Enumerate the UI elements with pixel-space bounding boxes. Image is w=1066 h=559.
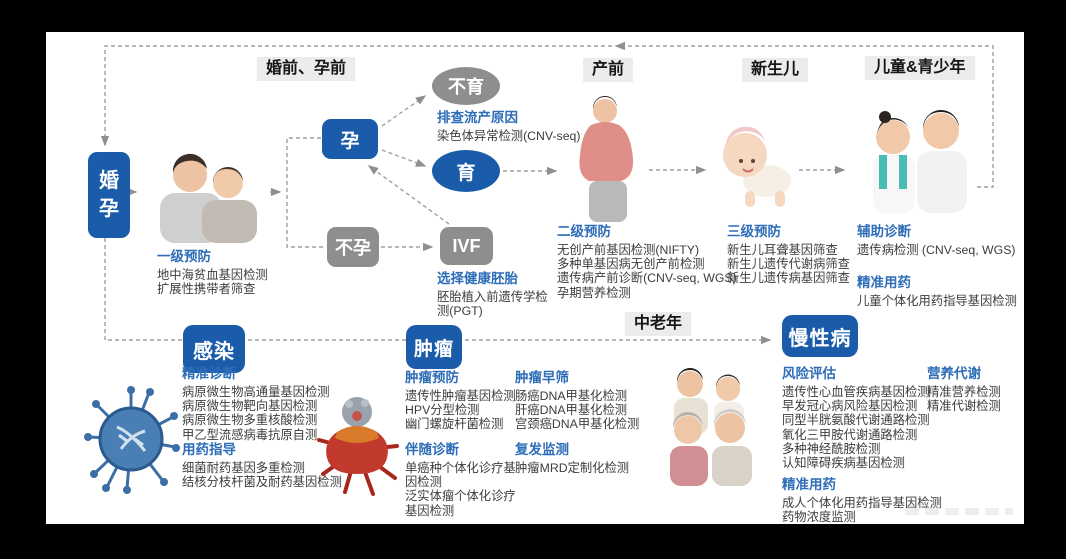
section-heading: 风险评估: [782, 366, 836, 381]
section-line: 认知障碍疾病基因检测: [782, 456, 905, 471]
node-ivf: IVF: [440, 227, 493, 265]
section-recurrence-monitoring: 复发监测 肿瘤MRD定制化检测: [515, 438, 629, 475]
section-line: 单癌种个体化诊疗基因检测: [405, 461, 516, 490]
node-not-pregnant: 不孕: [327, 227, 379, 267]
cancer-cell-illustration: [317, 397, 399, 496]
section-line: 病原微生物高通量基因检测: [182, 385, 330, 399]
section-line: 甲乙型流感病毒抗原自测: [182, 427, 318, 442]
section-line: 精准营养检测: [927, 385, 1001, 399]
section-line: 病原微生物靶向基因检测: [182, 399, 318, 414]
section-line: 细菌耐药基因多重检测: [182, 461, 305, 475]
section-tumor-screening: 肿瘤早筛 肠癌DNA甲基化检测 肝癌DNA甲基化检测 宫颈癌DNA甲基化检测: [515, 366, 639, 432]
section-line: 肿瘤MRD定制化检测: [515, 461, 630, 475]
virus-illustration: [84, 386, 180, 494]
section-medication-guidance: 用药指导 细菌耐药基因多重检测 结核分枝杆菌及耐药基因检测: [182, 438, 342, 489]
watermark: [905, 508, 1013, 515]
section-line: 新生儿耳聋基因筛查: [727, 243, 838, 257]
section-heading: 复发监测: [515, 442, 569, 457]
section-line: 遗传病产前诊断(CNV-seq, WGS): [557, 271, 737, 286]
section-precise-diagnosis: 精准诊断 病原微生物高通量基因检测 病原微生物靶向基因检测 病原微生物多重核酸检…: [182, 362, 330, 442]
section-line: 遗传性心血管疾病基因检测: [782, 385, 930, 399]
elderly-family-photo: [670, 367, 752, 486]
section-line: 精准代谢检测: [927, 399, 1001, 414]
section-line: 无创产前基因检测(NIFTY): [557, 243, 700, 257]
section-line: 幽门螺旋杆菌检测: [405, 417, 504, 432]
section-heading: 辅助诊断: [857, 224, 911, 239]
section-heading: 营养代谢: [927, 366, 981, 381]
couple-photo: [160, 153, 257, 243]
stage-header-pre-marriage: 婚前、孕前: [257, 57, 356, 81]
section-secondary-prevention: 二级预防 无创产前基因检测(NIFTY) 多种单基因病无创产前检测 遗传病产前诊…: [557, 220, 737, 300]
section-line: 胚胎植入前遗传学检测(PGT): [437, 290, 548, 319]
section-heading: 精准诊断: [182, 366, 236, 381]
badge-chronic-disease: 慢性病: [782, 315, 858, 357]
section-line: 遗传性肿瘤基因检测: [405, 389, 516, 403]
section-line: 地中海贫血基因检测: [157, 268, 268, 282]
section-primary-prevention: 一级预防 地中海贫血基因检测 扩展性携带者筛查: [157, 245, 268, 296]
badge-infection: 感染: [183, 325, 245, 373]
section-line: 肠癌DNA甲基化检测: [515, 389, 628, 403]
section-adult-medication: 精准用药 成人个体化用药指导基因检测 药物浓度监测: [782, 473, 942, 524]
section-line: 新生儿遗传病基因筛查: [727, 271, 850, 286]
pregnant-woman-photo: [579, 95, 634, 222]
section-tertiary-prevention: 三级预防 新生儿耳聋基因筛查 新生儿遗传代谢病筛查 新生儿遗传病基因筛查: [727, 220, 850, 286]
section-aux-diagnosis: 辅助诊断 遗传病检测 (CNV-seq, WGS): [857, 220, 1016, 257]
section-line: 肝癌DNA甲基化检测: [515, 403, 628, 418]
section-heading: 精准用药: [782, 477, 836, 492]
section-line: HPV分型检测: [405, 403, 480, 418]
section-line: 多种神经酰胺检测: [782, 441, 881, 456]
section-companion-diagnosis: 伴随诊断 单癌种个体化诊疗基因检测 泛实体瘤个体化诊疗基因检测: [405, 438, 517, 518]
section-heading: 肿瘤预防: [405, 370, 459, 385]
stage-header-prenatal: 产前: [583, 58, 634, 82]
section-miscarriage-cause: 排查流产原因 染色体异常检测(CNV-seq): [437, 106, 580, 143]
section-heading: 排查流产原因: [437, 110, 518, 125]
section-heading: 伴随诊断: [405, 442, 459, 457]
section-line: 结核分枝杆菌及耐药基因检测: [182, 475, 342, 490]
section-heading: 三级预防: [727, 224, 781, 239]
section-heading: 肿瘤早筛: [515, 370, 569, 385]
section-line: 染色体异常检测(CNV-seq): [437, 129, 581, 143]
section-heading: 精准用药: [857, 275, 911, 290]
section-tumor-prevention: 肿瘤预防 遗传性肿瘤基因检测 HPV分型检测 幽门螺旋杆菌检测: [405, 366, 516, 432]
node-fertile: 育: [432, 150, 500, 192]
node-pregnancy: 孕: [322, 119, 378, 159]
crawling-baby-photo: [723, 126, 791, 207]
section-risk-assessment: 风险评估 遗传性心血管疾病基因检测 早发冠心病风险基因检测 同型半胱氨酸代谢通路…: [782, 362, 930, 470]
section-heading: 用药指导: [182, 442, 236, 457]
node-marriage-pregnancy-label: 婚孕: [99, 170, 119, 220]
node-infertile: 不育: [432, 67, 500, 105]
section-healthy-embryo: 选择健康胚胎 胚胎植入前遗传学检测(PGT): [437, 267, 555, 318]
section-line: 成人个体化用药指导基因检测: [782, 496, 942, 510]
section-line: 药物浓度监测: [782, 510, 856, 525]
section-nutrition-metabolism: 营养代谢 精准营养检测 精准代谢检测: [927, 362, 1001, 413]
stage-header-newborn: 新生儿: [742, 58, 809, 82]
section-line: 扩展性携带者筛查: [157, 282, 256, 297]
section-line: 病原微生物多重核酸检测: [182, 413, 318, 428]
section-line: 儿童个体化用药指导基因检测: [857, 294, 1017, 308]
section-heading: 选择健康胚胎: [437, 271, 518, 286]
section-line: 新生儿遗传代谢病筛查: [727, 257, 850, 272]
section-line: 早发冠心病风险基因检测: [782, 399, 918, 414]
section-line: 遗传病检测 (CNV-seq, WGS): [857, 243, 1016, 257]
section-heading: 一级预防: [157, 249, 211, 264]
stage-header-children: 儿童&青少年: [865, 56, 975, 80]
node-marriage-pregnancy: 婚孕: [88, 152, 130, 238]
section-line: 宫颈癌DNA甲基化检测: [515, 417, 640, 432]
badge-tumor: 肿瘤: [406, 325, 462, 369]
section-line: 多种单基因病无创产前检测: [557, 257, 705, 272]
section-line: 泛实体瘤个体化诊疗基因检测: [405, 489, 516, 518]
stage-header-senior: 中老年: [625, 312, 692, 336]
section-child-medication: 精准用药 儿童个体化用药指导基因检测: [857, 271, 1017, 308]
section-heading: 二级预防: [557, 224, 611, 239]
section-line: 同型半胱氨酸代谢通路检测: [782, 413, 930, 428]
two-children-photo: [873, 109, 967, 213]
section-line: 氧化三甲胺代谢通路检测: [782, 427, 918, 442]
section-line: 孕期营养检测: [557, 285, 631, 300]
